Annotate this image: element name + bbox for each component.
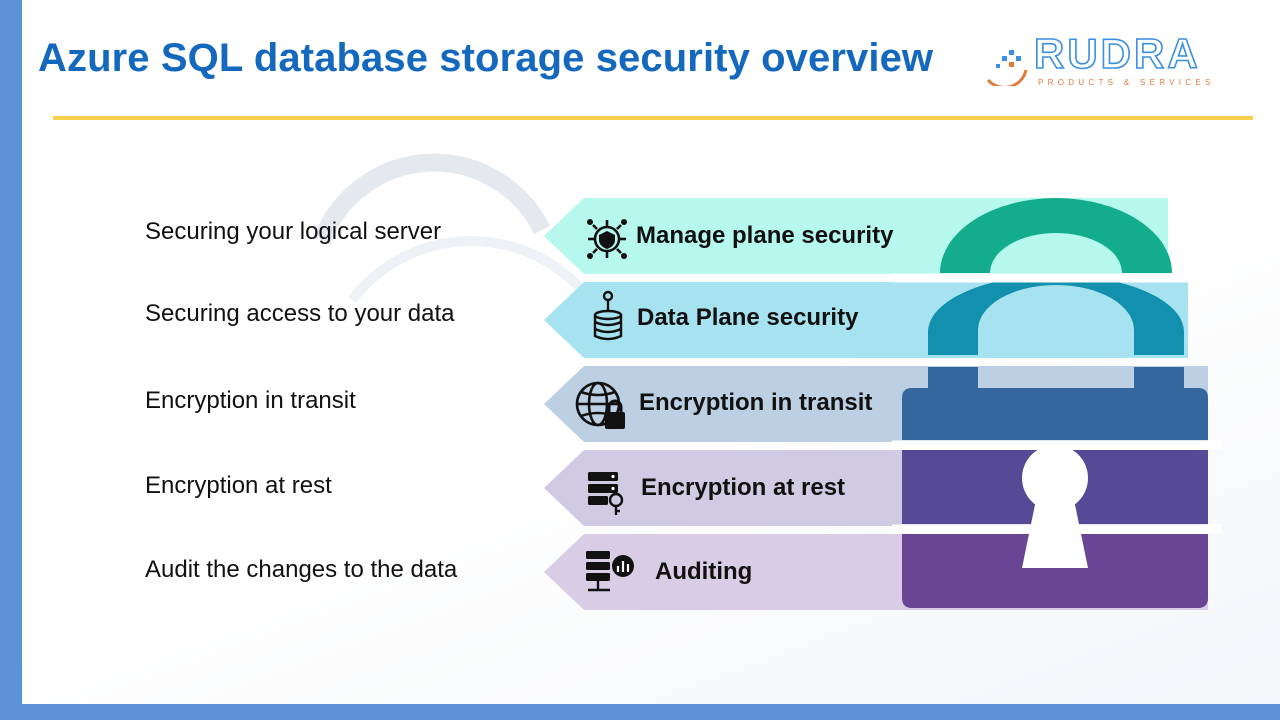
lock-separators xyxy=(892,273,1222,534)
band-data-plane xyxy=(544,282,1188,358)
left-label-rest: Encryption at rest xyxy=(145,472,332,499)
logo-mark-icon xyxy=(986,50,1028,86)
band-label-encryption-rest: Encryption at rest xyxy=(641,474,846,501)
gear-shield-icon xyxy=(587,219,627,259)
page-title: Azure SQL database storage security over… xyxy=(38,36,934,80)
lock-body-top xyxy=(902,367,1208,440)
left-label-data-access: Securing access to your data xyxy=(145,300,455,327)
frame-bottom-bar xyxy=(0,704,1280,720)
brand-logo: RUDRA PRODUCTS & SERVICES xyxy=(982,29,1232,90)
left-label-logical-server: Securing your logical server xyxy=(145,218,442,245)
band-label-manage-plane: Manage plane security xyxy=(636,222,894,249)
slide: Azure SQL database storage security over… xyxy=(22,0,1280,704)
title-divider xyxy=(53,116,1253,120)
frame-left-bar xyxy=(0,0,22,720)
left-label-audit: Audit the changes to the data xyxy=(145,556,458,583)
left-label-transit: Encryption in transit xyxy=(145,387,356,414)
globe-lock-icon xyxy=(575,381,625,429)
logo-tagline: PRODUCTS & SERVICES xyxy=(1038,78,1215,87)
lock-body-bottom xyxy=(902,534,1208,608)
band-label-auditing: Auditing xyxy=(655,558,753,585)
lock-shackle-top xyxy=(940,198,1172,273)
logo-name: RUDRA xyxy=(1033,29,1201,78)
database-key-icon xyxy=(593,290,623,341)
security-layers-diagram xyxy=(544,198,1222,610)
lock-shackle-sides xyxy=(928,275,1184,355)
server-chart-icon xyxy=(586,551,634,592)
band-label-encryption-transit: Encryption in transit xyxy=(639,389,873,416)
watermark-decoration xyxy=(313,153,586,304)
band-label-data-plane: Data Plane security xyxy=(637,304,859,331)
server-key-icon xyxy=(588,472,624,515)
